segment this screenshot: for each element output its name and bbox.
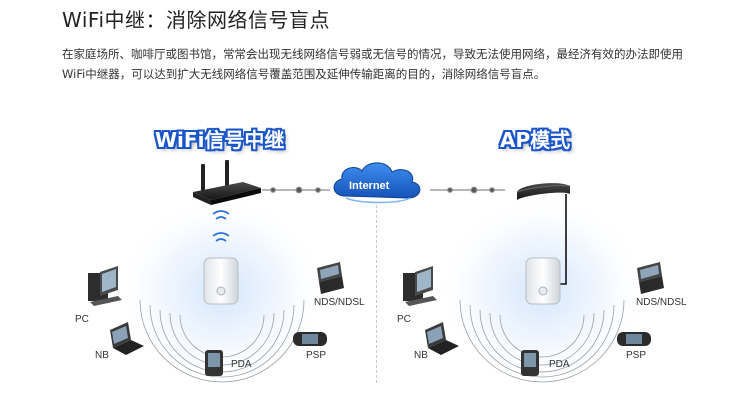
left-pda bbox=[205, 350, 223, 376]
right-pda bbox=[521, 350, 539, 376]
left-nb-label: NB bbox=[95, 350, 109, 361]
left-pda-label: PDA bbox=[231, 359, 252, 370]
right-panel-title: AP模式 bbox=[500, 128, 571, 152]
right-link bbox=[430, 186, 505, 194]
left-pc bbox=[88, 266, 122, 306]
left-nds-label: NDS/NDSL bbox=[314, 297, 365, 308]
right-signal-rings bbox=[459, 299, 625, 383]
left-psp-label: PSP bbox=[306, 350, 327, 361]
internet-label: Internet bbox=[349, 180, 390, 192]
panel-divider bbox=[376, 205, 377, 383]
internet-cloud bbox=[333, 162, 421, 204]
right-repeater bbox=[525, 257, 561, 305]
right-nb-label: NB bbox=[414, 350, 428, 361]
left-repeater bbox=[203, 257, 239, 305]
right-nb bbox=[425, 322, 459, 355]
intro-paragraph: 在家庭场所、咖啡厅或图书馆，常常会出现无线网络信号弱或无信号的情况，导致无法使用… bbox=[62, 47, 683, 81]
left-router bbox=[193, 160, 261, 205]
right-psp bbox=[617, 332, 651, 346]
right-nds-label: NDS/NDSL bbox=[636, 297, 687, 308]
right-psp-label: PSP bbox=[626, 350, 647, 361]
right-nds bbox=[637, 262, 664, 294]
left-pc-label: PC bbox=[75, 314, 89, 325]
left-psp bbox=[293, 332, 327, 346]
page-title: WiFi中继：消除网络信号盲点 bbox=[62, 8, 330, 32]
right-pc-label: PC bbox=[397, 314, 411, 325]
left-nb bbox=[110, 322, 144, 355]
right-pc bbox=[403, 266, 437, 306]
right-pda-label: PDA bbox=[549, 359, 570, 370]
left-link bbox=[262, 186, 330, 194]
left-wifi-signal bbox=[212, 210, 230, 242]
left-panel-title: WiFi信号中继 bbox=[155, 128, 285, 152]
left-nds bbox=[317, 262, 344, 294]
